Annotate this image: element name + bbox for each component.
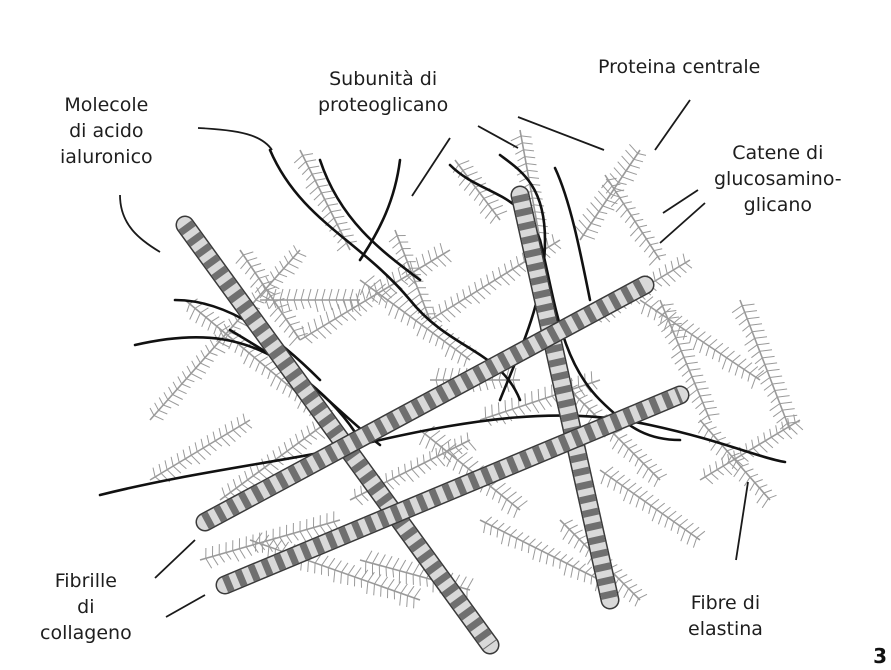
gag-chains [575,144,646,239]
proteoglycan-subunit [260,289,360,312]
core-protein-line [150,420,250,480]
label-hyaluronic-acid: Molecole di acido ialuronico [60,92,153,170]
leader-line [155,540,195,578]
proteoglycan-subunit [150,414,252,483]
leader-line [412,138,450,196]
leader-line [166,595,205,617]
core-protein-line [480,380,600,420]
proteoglycan-subunit [600,467,705,548]
gag-chains [453,161,507,224]
proteoglycan-subunit [732,300,800,430]
collagen-fibril [225,395,680,585]
label-proteoglycan-subunit: Subunità di proteoglicano [318,66,448,118]
elastin-fiber [100,416,785,495]
leader-line [120,195,160,252]
figure-number: 3 [873,644,887,668]
gag-chains [602,178,667,265]
proteoglycan-subunit [453,160,507,224]
proteoglycan-subunit [602,175,667,265]
core-protein-line [300,150,350,250]
leader-line [663,190,698,213]
leader-line [478,126,518,148]
elastin-fiber [360,160,400,260]
core-protein-line [605,175,660,260]
proteoglycan-subunit [575,144,646,240]
label-core-protein: Proteina centrale [598,54,760,80]
core-protein-line [455,160,500,220]
label-collagen-fibrils: Fibrille di collageno [40,568,132,646]
proteoglycan-subunit [698,420,776,508]
leader-line [198,128,272,150]
core-protein-line [700,420,800,480]
leader-line [655,100,690,150]
label-elastin-fibers: Fibre di elastina [688,590,763,642]
label-gag-chains: Catene di glucosamino- glicano [714,140,842,218]
leader-line [660,203,705,243]
leader-line [518,117,604,150]
core-protein-line [640,300,760,380]
leader-line [736,482,748,560]
